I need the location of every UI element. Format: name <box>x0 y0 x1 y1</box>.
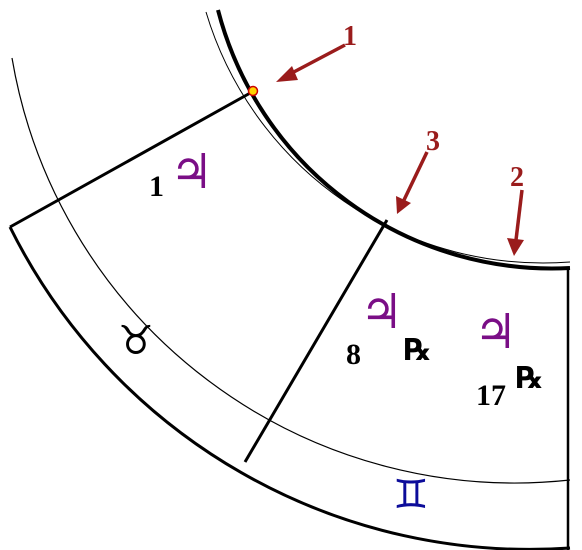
gemini-icon: ♊ <box>393 472 429 518</box>
planet-degree-3: 17 <box>476 379 506 412</box>
planet-degree-1: 1 <box>149 170 164 203</box>
callout-label-1: 1 <box>343 21 357 52</box>
planet-degree-2: 8 <box>346 338 361 371</box>
callout-arrow-3 <box>396 151 429 214</box>
callout-arrow-1 <box>276 43 346 82</box>
retrograde-icon-3: ℞ <box>516 361 543 396</box>
retrograde-icon-2: ℞ <box>404 333 431 368</box>
cusp-marker-dot <box>247 85 259 97</box>
callout-label-3: 3 <box>426 126 440 157</box>
house-cusp-line <box>9 90 253 229</box>
house-cusp-line <box>243 219 389 463</box>
jupiter-glyph-3: ♃ <box>474 304 517 360</box>
callout-arrow-2 <box>507 189 524 256</box>
outer-zodiac-ring <box>8 226 571 550</box>
inner-thick-ring <box>216 9 571 271</box>
jupiter-glyph-1: ♃ <box>170 144 213 200</box>
jupiter-glyph-2: ♃ <box>360 284 403 340</box>
taurus-icon: ♉ <box>118 318 154 364</box>
house-thin-ring <box>11 57 571 484</box>
wheel-lines <box>8 9 571 550</box>
callout-label-2: 2 <box>510 162 524 193</box>
